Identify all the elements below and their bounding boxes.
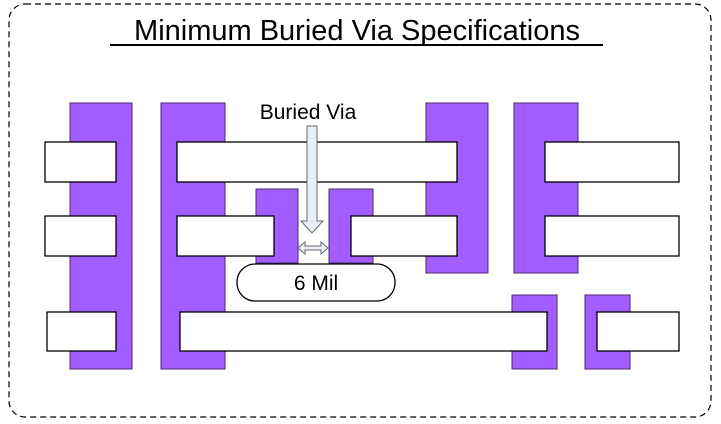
pad-row1-1 xyxy=(44,141,117,183)
pad-row3-2 xyxy=(179,311,548,352)
spacing-callout xyxy=(236,263,396,302)
pad-row3-3 xyxy=(596,311,680,352)
pad-row2-1 xyxy=(44,215,117,257)
pad-row2-2 xyxy=(176,215,275,257)
pad-row2-3 xyxy=(350,215,458,257)
spacing-double-arrow-icon xyxy=(297,240,329,256)
buried-via-label: Buried Via xyxy=(260,101,357,124)
pads xyxy=(44,141,680,352)
diagram-border xyxy=(8,3,712,418)
pad-row2-4 xyxy=(544,215,680,257)
spacing-label: 6 Mil xyxy=(294,272,338,295)
pad-row3-1 xyxy=(46,311,117,352)
diagram-title: Minimum Buried Via Specifications xyxy=(134,15,580,47)
pad-row1-3 xyxy=(544,141,680,183)
down-arrow-icon xyxy=(299,125,325,234)
